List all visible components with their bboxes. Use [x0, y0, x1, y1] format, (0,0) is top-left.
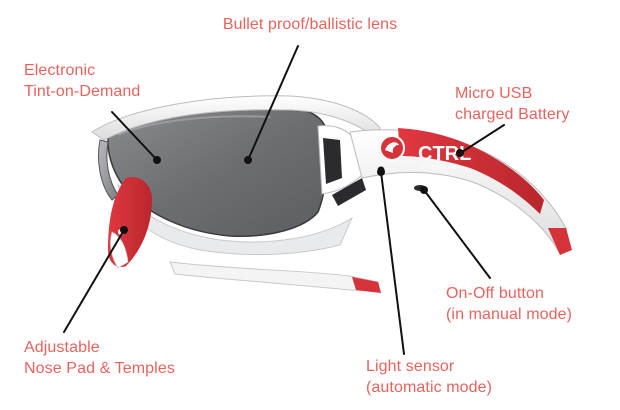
- far-lens: [117, 183, 354, 256]
- far-temple-arm: [169, 261, 381, 293]
- callout-usb-line-1: Micro USB: [455, 85, 533, 102]
- callout-nose-line-2: Nose Pad & Temples: [24, 360, 175, 377]
- leader-lens: [247, 45, 299, 161]
- callout-onoff-line-1: On-Off button: [446, 285, 544, 302]
- callout-lens: Bullet proof/ballistic lens: [0, 14, 620, 35]
- brand-sub: EYEWEAR: [422, 165, 458, 171]
- leader-dots: [120, 149, 464, 234]
- leader-tint: [111, 111, 158, 161]
- callout-lens-line-1: Bullet proof/ballistic lens: [222, 16, 398, 33]
- callout-light-line-2: (automatic mode): [366, 379, 493, 396]
- callout-usb-line-2: charged Battery: [455, 106, 570, 123]
- callout-tint-line-1: Electronic: [24, 62, 96, 79]
- brand-logo: CTRL EYEWEAR: [379, 135, 471, 171]
- callout-nose-line-1: Adjustable: [24, 339, 100, 356]
- callout-tint: Electronic Tint-on-Demand: [24, 60, 140, 102]
- leader-lines: [63, 45, 505, 355]
- callout-light: Light sensor (automatic mode): [366, 356, 492, 398]
- callout-tint-line-2: Tint-on-Demand: [24, 83, 141, 100]
- lens-left-wrap: [98, 139, 119, 201]
- near-temple-arm: [349, 128, 572, 255]
- leader-nose: [63, 229, 125, 333]
- callout-light-line-1: Light sensor: [366, 358, 455, 375]
- leader-light: [380, 171, 405, 355]
- leader-usb: [461, 124, 505, 153]
- leader-onoff: [423, 189, 491, 279]
- callout-usb: Micro USB charged Battery: [455, 83, 569, 125]
- callout-onoff: On-Off button (in manual mode): [446, 283, 572, 325]
- top-frame: [91, 95, 381, 141]
- callout-nose: Adjustable Nose Pad & Temples: [24, 337, 175, 379]
- brand-mark: CTRL: [418, 143, 471, 165]
- callout-onoff-line-2: (in manual mode): [446, 306, 573, 323]
